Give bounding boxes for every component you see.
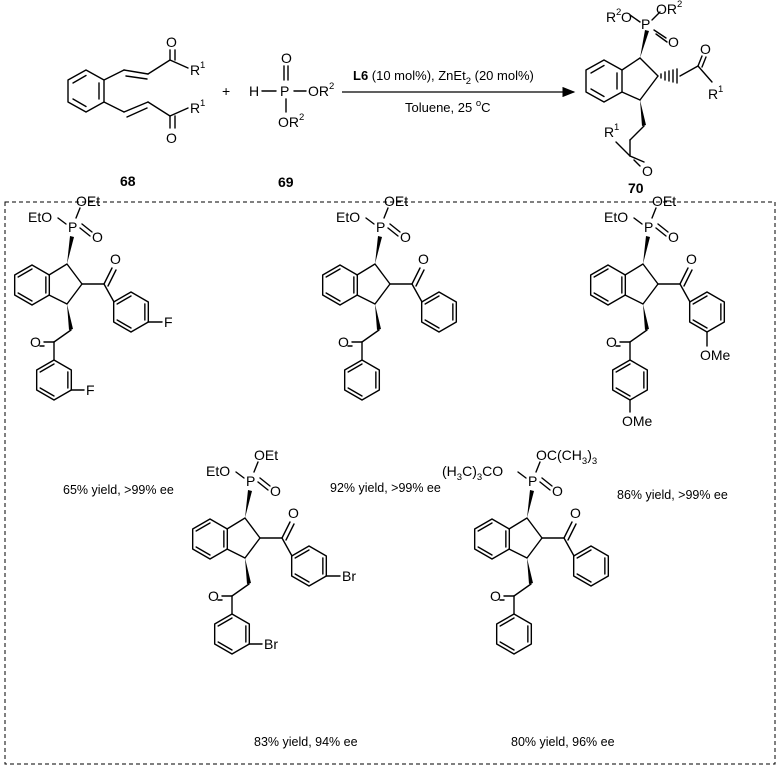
wedge-bond bbox=[245, 490, 252, 518]
wedge-bond bbox=[375, 304, 381, 330]
wedge-bond bbox=[67, 236, 74, 264]
atom-f: F bbox=[86, 382, 95, 398]
wedge-bond bbox=[527, 490, 534, 518]
wedge-bond bbox=[375, 236, 382, 264]
atom-o: O bbox=[281, 50, 292, 66]
wedge-bond bbox=[527, 558, 533, 584]
atom-r: R bbox=[708, 86, 718, 102]
atom-br: Br bbox=[264, 636, 278, 652]
atom-o: O bbox=[621, 9, 632, 25]
atom-oet: OEt bbox=[652, 193, 676, 209]
atom-o: O bbox=[400, 229, 411, 245]
atom-o: O bbox=[110, 251, 121, 267]
reactant-68 bbox=[67, 49, 189, 129]
atom-p: P bbox=[644, 219, 653, 235]
atom-o: O bbox=[338, 334, 349, 350]
atom-r: R bbox=[190, 62, 200, 78]
atom-r-sub: 1 bbox=[718, 84, 723, 95]
atom-r: R bbox=[606, 9, 616, 25]
atom-ome: OMe bbox=[622, 413, 653, 429]
compound-label-69: 69 bbox=[278, 174, 294, 190]
compound-label-70: 70 bbox=[628, 180, 644, 196]
atom-eto: EtO bbox=[206, 463, 230, 479]
atom-or: OR bbox=[308, 83, 329, 99]
atom-p: P bbox=[528, 473, 537, 489]
atom-r: R bbox=[604, 124, 614, 140]
product-70 bbox=[585, 11, 713, 167]
atom-br: Br bbox=[342, 568, 356, 584]
atom-o: O bbox=[166, 130, 177, 146]
atom-o: O bbox=[30, 334, 41, 350]
atom-p: P bbox=[641, 16, 650, 32]
atom-or-sub: 2 bbox=[329, 81, 334, 92]
substrate-scope-box bbox=[4, 201, 776, 765]
atom-o: O bbox=[288, 505, 299, 521]
atom-or: OR bbox=[278, 114, 299, 130]
conditions-line-1: L6 (10 mol%), ZnEt2 (20 mol%) bbox=[353, 68, 534, 87]
atom-o: O bbox=[570, 505, 581, 521]
atom-or-sub: 2 bbox=[677, 0, 682, 10]
example-structures: POEtOOEtOOFFPOEtOOEtOOPOEtOOEtOOOMeOMePO… bbox=[13, 193, 731, 655]
atom-f: F bbox=[164, 314, 173, 330]
atom-o: O bbox=[552, 483, 563, 499]
result-label: 86% yield, >99% ee bbox=[617, 488, 728, 502]
atom-o: O bbox=[700, 41, 711, 57]
atom-eto: EtO bbox=[336, 209, 360, 225]
result-label: 92% yield, >99% ee bbox=[330, 481, 441, 495]
atom-tbuo: (H3C)3CO bbox=[442, 463, 503, 483]
atom-p: P bbox=[246, 473, 255, 489]
atom-oet: OEt bbox=[384, 193, 408, 209]
atom-oet: OEt bbox=[254, 447, 278, 463]
atom-or-sub: 2 bbox=[299, 112, 304, 123]
atom-p: P bbox=[280, 83, 289, 99]
atom-r: R bbox=[190, 100, 200, 116]
atom-r-sub: 2 bbox=[616, 7, 621, 18]
wedge-bond bbox=[643, 304, 649, 330]
wedge-bond bbox=[245, 558, 251, 584]
atom-ome: OMe bbox=[700, 347, 731, 363]
atom-o: O bbox=[270, 483, 281, 499]
atom-otbu: OC(CH3)3 bbox=[536, 447, 597, 467]
result-label: 65% yield, >99% ee bbox=[63, 483, 174, 497]
atom-o: O bbox=[92, 229, 103, 245]
atom-p: P bbox=[376, 219, 385, 235]
atom-or: OR bbox=[656, 1, 677, 17]
atom-r-sub: 1 bbox=[200, 60, 205, 71]
atom-o: O bbox=[668, 229, 679, 245]
atom-h: H bbox=[249, 83, 259, 99]
result-label: 80% yield, 96% ee bbox=[511, 735, 615, 749]
atom-p: P bbox=[68, 219, 77, 235]
wedge-bond bbox=[67, 304, 73, 330]
atom-o: O bbox=[606, 334, 617, 350]
wedge-bond bbox=[643, 236, 650, 264]
conditions-line-2: Toluene, 25 oC bbox=[405, 98, 491, 115]
result-label: 83% yield, 94% ee bbox=[254, 735, 358, 749]
atom-o: O bbox=[418, 251, 429, 267]
plus-sign: + bbox=[222, 83, 230, 99]
atom-oet: OEt bbox=[76, 193, 100, 209]
atom-o: O bbox=[668, 34, 679, 50]
atom-o: O bbox=[642, 163, 653, 179]
atom-eto: EtO bbox=[28, 209, 52, 225]
reactant-69 bbox=[261, 65, 307, 113]
atom-o: O bbox=[166, 34, 177, 50]
atom-o: O bbox=[490, 588, 501, 604]
atom-r-sub: 1 bbox=[614, 122, 619, 133]
atom-o: O bbox=[208, 588, 219, 604]
compound-label-68: 68 bbox=[120, 173, 136, 189]
atom-eto: EtO bbox=[604, 209, 628, 225]
atom-o: O bbox=[686, 251, 697, 267]
atom-r-sub: 1 bbox=[200, 98, 205, 109]
